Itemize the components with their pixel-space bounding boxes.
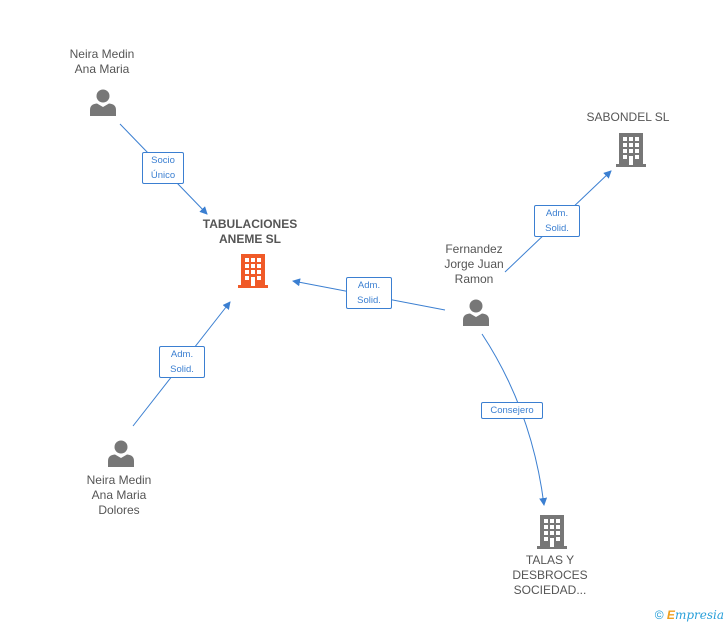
edge-label-line: Consejero	[490, 405, 534, 416]
edge-label-adm-solid-main[interactable]: Adm. Solid.	[346, 277, 392, 309]
edge-label-line: Adm.	[357, 280, 381, 291]
building-icon	[238, 254, 268, 288]
person-name-line: Neira Medin	[69, 47, 135, 61]
footer-brand: © Empresia	[655, 608, 724, 622]
edge-label-line: Único	[150, 170, 176, 181]
person-icon	[463, 299, 489, 326]
company-node-sabondel[interactable]: SABONDEL SL	[578, 110, 678, 125]
copyright-icon: ©	[654, 608, 664, 622]
edge-label-line: Socio	[151, 155, 175, 166]
brand-logo-text: mpresia	[674, 608, 724, 622]
person-name-line: Neira Medin	[86, 473, 152, 487]
person-node-fernandez-jorge-juan[interactable]: Fernandez Jorge Juan Ramon	[422, 242, 526, 287]
person-name-line: Dolores	[98, 503, 140, 517]
edge-label-line: Solid.	[357, 295, 381, 306]
building-icon	[616, 133, 646, 167]
person-node-neira-ana-maria-dolores[interactable]: Neira Medin Ana Maria Dolores	[67, 473, 171, 518]
person-name-line: Ana Maria	[74, 62, 130, 76]
edge-label-line: Solid.	[170, 364, 194, 375]
company-name-line: SABONDEL SL	[586, 110, 670, 124]
building-icon	[537, 515, 567, 549]
edge-label-line: Adm.	[170, 349, 194, 360]
brand-logo-initial: E	[666, 608, 675, 622]
company-node-tabulaciones[interactable]: TABULACIONES ANEME SL	[190, 217, 310, 247]
edge-label-line: Adm.	[545, 208, 569, 219]
person-icon	[90, 89, 116, 116]
person-name-line: Fernandez	[445, 242, 503, 256]
edge-consejero-line	[481, 333, 548, 506]
edge-label-adm-solid-bottom[interactable]: Adm. Solid.	[159, 346, 205, 378]
edge-label-adm-solid-sabondel[interactable]: Adm. Solid.	[534, 205, 580, 237]
edge-label-socio-unico[interactable]: Socio Único	[142, 152, 184, 184]
company-name-line: SOCIEDAD...	[513, 583, 587, 597]
edge-label-line: Solid.	[545, 223, 569, 234]
person-node-neira-ana-maria[interactable]: Neira Medin Ana Maria	[50, 47, 154, 77]
company-name-line: ANEME SL	[218, 232, 281, 246]
company-name-line: TALAS Y	[525, 553, 575, 567]
edge-label-consejero[interactable]: Consejero	[481, 402, 543, 419]
company-node-talas-y-desbroces[interactable]: TALAS Y DESBROCES SOCIEDAD...	[500, 553, 600, 598]
person-name-line: Ana Maria	[91, 488, 147, 502]
company-name-line: DESBROCES	[512, 568, 588, 582]
person-name-line: Jorge Juan	[444, 257, 504, 271]
company-name-line: TABULACIONES	[202, 217, 298, 231]
person-icon	[108, 440, 134, 467]
person-name-line: Ramon	[454, 272, 494, 286]
